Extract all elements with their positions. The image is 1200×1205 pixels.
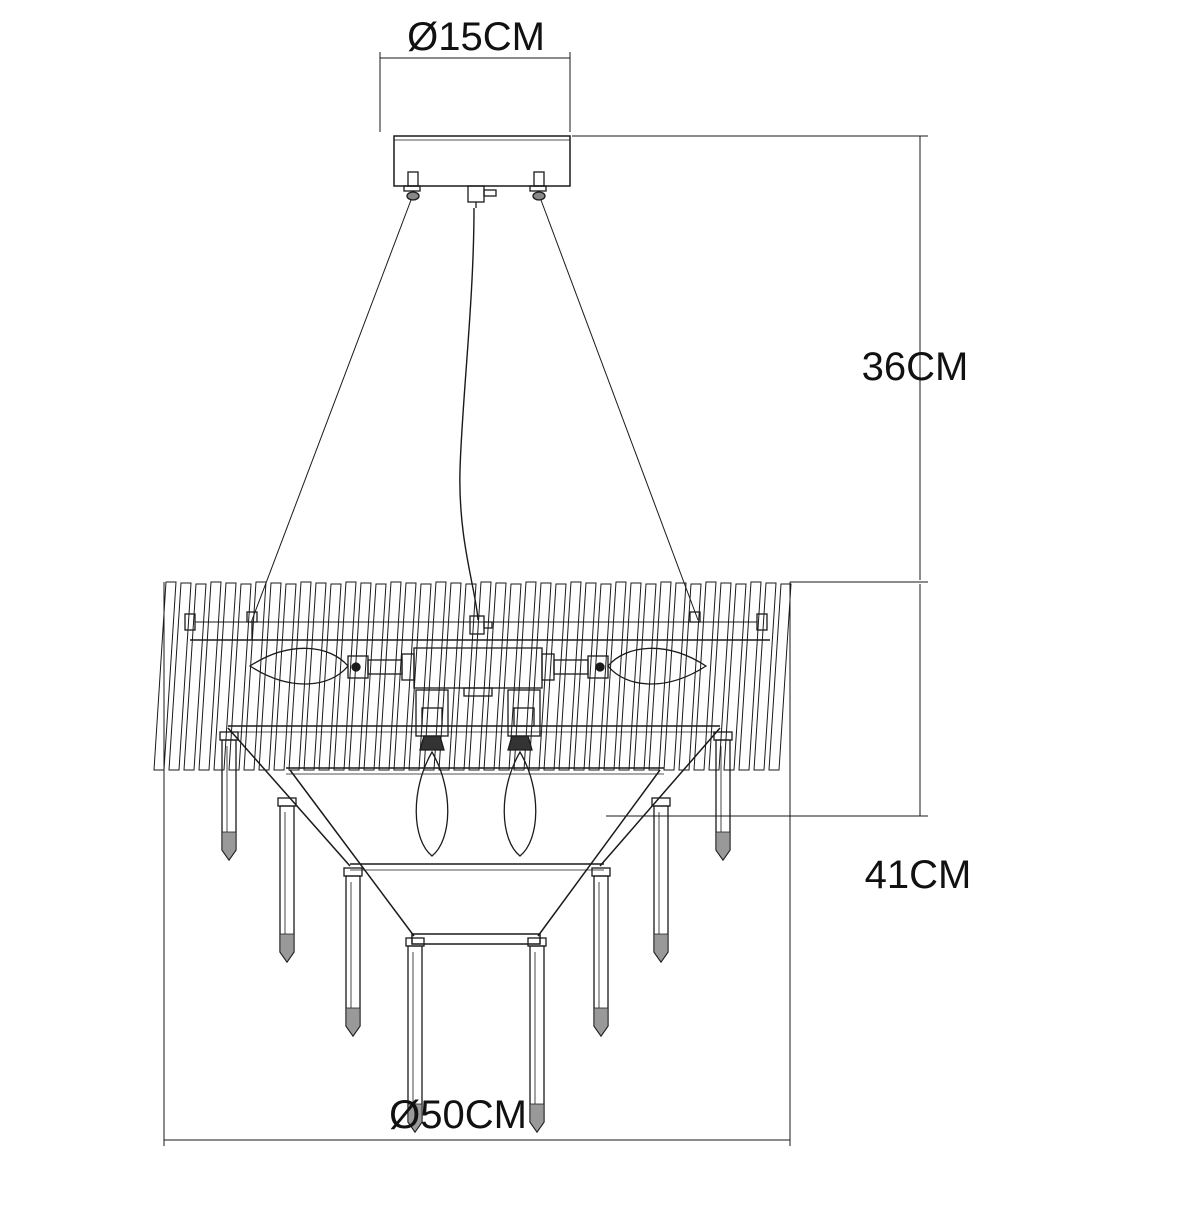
crystal-prism: [591, 867, 611, 1038]
body-height-label: 41CM: [865, 853, 972, 897]
crystal-slat: [528, 582, 552, 771]
crystal-slat: [243, 581, 267, 771]
crystal-slat: [633, 583, 657, 771]
crystal-slat: [303, 582, 327, 771]
vertical-bulbs: [415, 689, 541, 857]
crystal-slat: [768, 583, 792, 771]
crystal-slat: [558, 581, 582, 771]
crystal-slat: [438, 582, 462, 771]
hanging-crystals: [219, 731, 733, 1134]
crystal-slat: [483, 582, 507, 771]
crystal-slat: [693, 581, 717, 771]
crystal-slat: [498, 583, 522, 771]
crystal-prism: [405, 937, 425, 1134]
crystal-slat: [333, 581, 357, 771]
crystal-slat: [153, 581, 177, 771]
crystal-slat: [288, 581, 312, 771]
crystal-slat: [423, 581, 447, 771]
crystal-slat: [738, 581, 762, 771]
crystal-slat: [648, 581, 672, 771]
crystal-slat: [168, 582, 192, 771]
suspension-wires: [251, 199, 699, 621]
crystal-slat: [678, 583, 702, 771]
crystal-slat: [723, 583, 747, 771]
crystal-prism: [277, 797, 297, 964]
crystal-prism: [343, 867, 363, 1038]
crystal-slat: [618, 582, 642, 771]
tiered-frame: [227, 725, 721, 945]
crystal-slat: [273, 583, 297, 771]
crystal-slat: [213, 582, 237, 771]
crystal-slat: [513, 581, 537, 771]
crystal-slat: [603, 581, 627, 771]
dimension-lines: [163, 52, 928, 1146]
crystal-slat: [183, 583, 207, 771]
crystal-slat: [588, 583, 612, 771]
body-diameter-label: Ø50CM: [389, 1093, 527, 1137]
crystal-prism: [651, 797, 671, 964]
ceiling-canopy: [393, 135, 571, 208]
canopy-diameter-label: Ø15CM: [407, 15, 545, 59]
crystal-slat: [393, 582, 417, 771]
crystal-slat: [198, 581, 222, 771]
crystal-slat: [543, 583, 567, 771]
crystal-prism: [219, 731, 239, 862]
crystal-prism: [527, 937, 547, 1134]
crystal-slat: [468, 581, 492, 771]
crystal-slat: [753, 582, 777, 771]
crystal-slat: [378, 581, 402, 771]
crystal-slat: [408, 583, 432, 771]
crystal-slat: [258, 582, 282, 771]
crystal-slat: [348, 582, 372, 771]
crystal-slat: [228, 583, 252, 771]
crystal-slat: [363, 583, 387, 771]
suspension-height-label: 36CM: [862, 345, 969, 389]
crystal-slat-band: [153, 581, 792, 771]
crystal-slat: [318, 583, 342, 771]
horizontal-bulbs: [248, 647, 708, 697]
crystal-prism: [713, 731, 733, 862]
crystal-slat: [453, 583, 477, 771]
crystal-slat: [573, 582, 597, 771]
crystal-slat: [708, 582, 732, 771]
crystal-slat: [663, 582, 687, 771]
